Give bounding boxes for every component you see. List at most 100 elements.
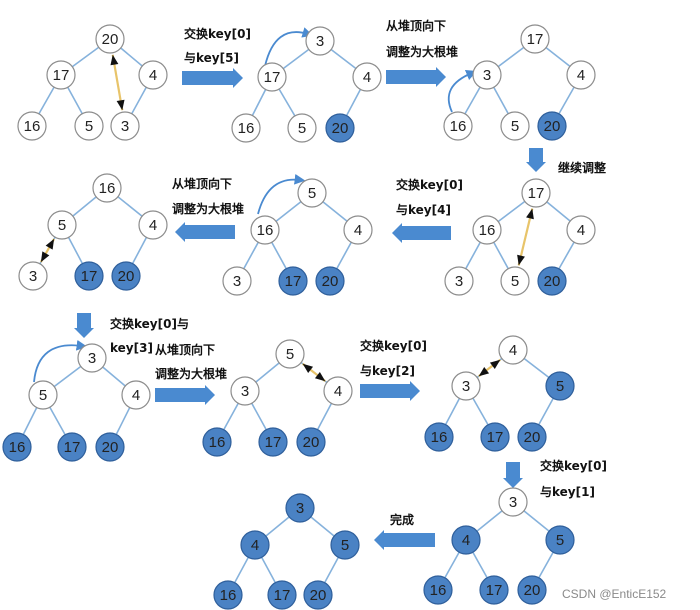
step-label-heapify-2-line1: 从堆顶向下 xyxy=(172,176,232,191)
heap-node-value: 4 xyxy=(577,67,585,84)
heap-node-value: 4 xyxy=(149,67,157,84)
heap-node: 16 xyxy=(17,111,47,141)
right-arrow xyxy=(360,381,420,401)
heap-node-value: 5 xyxy=(556,532,564,549)
sorted-node-circle xyxy=(315,266,345,296)
down-arrow xyxy=(526,148,546,172)
heap-node-value: 20 xyxy=(544,273,561,290)
heap-node-value: 3 xyxy=(455,273,463,290)
sorted-node-circle xyxy=(258,427,288,457)
heap-node-value: 4 xyxy=(577,222,585,239)
heap-node: 5 xyxy=(545,371,575,401)
heap-node: 4 xyxy=(566,215,596,245)
heap-node-circle xyxy=(222,266,252,296)
heap-node-value: 16 xyxy=(220,587,237,604)
heap-node: 5 xyxy=(330,530,360,560)
move-curve-arrow xyxy=(264,27,314,67)
heap-node: 4 xyxy=(138,60,168,90)
step-label-swap-0-1-line2: 与key[1] xyxy=(540,485,595,499)
swap-arrowhead xyxy=(517,254,525,266)
heap-node: 5 xyxy=(28,380,58,410)
heap-node-value: 5 xyxy=(58,217,66,234)
step-label-swap-0-5-line2: 与key[5] xyxy=(184,51,239,65)
heap-node: 5 xyxy=(287,113,317,143)
heap-node: 5 xyxy=(297,178,327,208)
heap-node-circle xyxy=(138,60,168,90)
step-label-swap-0-4-line2: 与key[4] xyxy=(396,203,451,217)
heap-node: 5 xyxy=(74,111,104,141)
heap-node: 3 xyxy=(230,376,260,406)
heap-node: 16 xyxy=(213,580,243,610)
heap-node: 16 xyxy=(423,575,453,605)
heap-node: 3 xyxy=(77,343,107,373)
heap-node-circle xyxy=(92,173,122,203)
heap-node-circle xyxy=(95,24,125,54)
heap-node-circle xyxy=(138,210,168,240)
heap-node: 20 xyxy=(95,432,125,462)
heap-node-value: 17 xyxy=(274,587,291,604)
heap-node-value: 20 xyxy=(322,273,339,290)
heap-node: 3 xyxy=(444,266,474,296)
sorted-node-circle xyxy=(451,525,481,555)
heap-node-value: 3 xyxy=(316,33,324,50)
heap-node: 16 xyxy=(250,215,280,245)
swap-arrowhead xyxy=(478,367,490,377)
sorted-node-circle xyxy=(537,266,567,296)
heap-node: 17 xyxy=(480,422,510,452)
sorted-node-circle xyxy=(74,261,104,291)
heap-node-value: 4 xyxy=(132,387,140,404)
swap-arrowhead xyxy=(489,359,501,369)
heap-node-circle xyxy=(520,24,550,54)
heap-node: 17 xyxy=(278,266,308,296)
heap-node: 20 xyxy=(296,427,326,457)
heap-node-value: 3 xyxy=(483,67,491,84)
heap-node-circle xyxy=(472,60,502,90)
heap-node-circle xyxy=(566,215,596,245)
sorted-node-circle xyxy=(423,575,453,605)
heap-node-circle xyxy=(17,111,47,141)
heap-node-value: 4 xyxy=(509,342,517,359)
heap-node-circle xyxy=(28,380,58,410)
heap-node: 20 xyxy=(537,266,567,296)
step-label-swap-0-3-line1: 交换key[0]与 xyxy=(110,316,189,331)
step-label-continue: 继续调整 xyxy=(558,160,606,175)
heap-node-circle xyxy=(323,376,353,406)
heap-node-value: 16 xyxy=(257,222,274,239)
heap-node: 20 xyxy=(325,113,355,143)
heap-node-circle xyxy=(500,111,530,141)
down-arrow xyxy=(503,462,523,488)
sorted-node-circle xyxy=(545,371,575,401)
heap-node-circle xyxy=(74,111,104,141)
heap-node-value: 17 xyxy=(264,69,281,86)
sorted-node-circle xyxy=(57,432,87,462)
right-arrow xyxy=(155,385,215,405)
move-curves xyxy=(33,27,478,383)
heap-node: 4 xyxy=(352,62,382,92)
heap-node-value: 3 xyxy=(241,383,249,400)
heap-node-value: 4 xyxy=(149,217,157,234)
heap-node-circle xyxy=(566,60,596,90)
heap-node-value: 17 xyxy=(487,429,504,446)
heap-node: 17 xyxy=(257,62,287,92)
step-label-swap-0-4-line1: 交换key[0] xyxy=(396,177,463,192)
heap-node: 20 xyxy=(517,575,547,605)
heap-node-value: 17 xyxy=(53,67,70,84)
heap-node-circle xyxy=(230,376,260,406)
swap-arrowhead xyxy=(45,238,55,250)
step-label-swap-0-2-line1: 交换key[0] xyxy=(360,338,427,353)
heap-node: 3 xyxy=(498,487,528,517)
heap-node-value: 3 xyxy=(233,273,241,290)
heap-node-value: 5 xyxy=(556,378,564,395)
heap-node-circle xyxy=(47,210,77,240)
heap-node: 4 xyxy=(138,210,168,240)
heap-node: 4 xyxy=(121,380,151,410)
heap-node-value: 17 xyxy=(81,268,98,285)
heap-node-value: 17 xyxy=(64,439,81,456)
heap-node: 5 xyxy=(500,111,530,141)
sorted-node-circle xyxy=(296,427,326,457)
step-label-heapify-1-line2: 调整为大根堆 xyxy=(386,44,458,59)
sorted-node-circle xyxy=(285,493,315,523)
heap-node-value: 16 xyxy=(209,434,226,451)
heap-node-circle xyxy=(305,26,335,56)
